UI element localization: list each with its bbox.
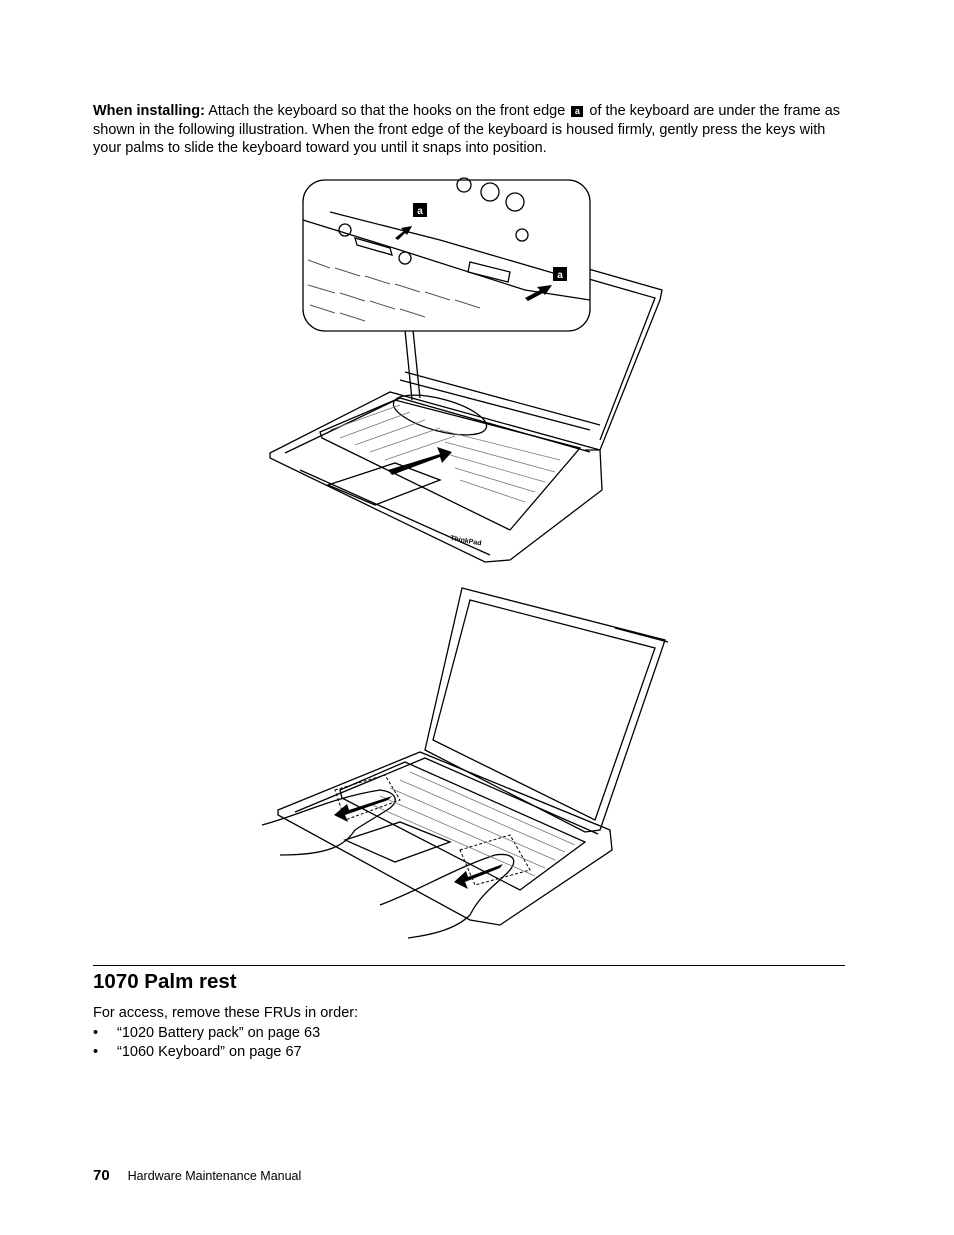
section-title: 1070 Palm rest <box>93 970 237 993</box>
section-divider <box>93 965 845 966</box>
bullet: • <box>93 1025 99 1041</box>
intro-lead: When installing: <box>93 103 205 119</box>
page-footer: 70 Hardware Maintenance Manual <box>93 1167 301 1184</box>
list-item: • “1060 Keyboard” on page 67 <box>93 1043 320 1062</box>
brand-logo: ThinkPad <box>450 535 482 547</box>
detail-callout-2: a <box>557 270 563 281</box>
list-item: • “1020 Battery pack” on page 63 <box>93 1024 320 1043</box>
detail-callout-1: a <box>417 206 423 217</box>
book-title: Hardware Maintenance Manual <box>127 1169 302 1183</box>
intro-text-after: of the keyboard are under the frame as s… <box>93 103 841 156</box>
access-text: For access, remove these FRUs in order: <box>93 1005 359 1021</box>
palms-slide-illustration <box>261 587 669 939</box>
fru-link-battery-pack[interactable]: “1020 Battery pack” on page 63 <box>117 1025 321 1041</box>
keyboard-install-illustration: a a ThinkPad <box>269 177 663 563</box>
intro-text-before: Attach the keyboard so that the hooks on… <box>208 103 566 119</box>
fru-list: • “1020 Battery pack” on page 63 • “1060… <box>93 1024 320 1062</box>
fru-link-keyboard[interactable]: “1060 Keyboard” on page 67 <box>117 1044 302 1060</box>
callout-a: a <box>571 106 584 117</box>
page-number: 70 <box>93 1167 110 1184</box>
intro-paragraph: When installing: Attach the keyboard so … <box>93 102 853 158</box>
bullet: • <box>93 1044 99 1060</box>
